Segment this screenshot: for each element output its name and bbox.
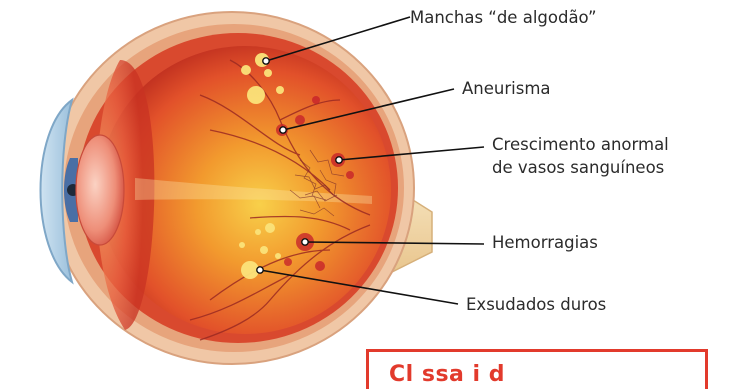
label-hard-exudates-text: Exsudados duros: [466, 293, 606, 316]
label-hemorrhages-text: Hemorragias: [492, 231, 598, 254]
label-cotton-wool-text: Manchas “de algodão”: [410, 6, 597, 29]
label-cotton-wool-spots: Manchas “de algodão”: [410, 6, 597, 29]
eye-diagram: [0, 0, 736, 369]
label-aneurysm: Aneurisma: [462, 77, 551, 100]
cropped-notice-box: Cl ssa i d: [366, 349, 708, 389]
lens: [76, 135, 124, 245]
label-hard-exudates: Exsudados duros: [466, 293, 606, 316]
label-abnormal-vessels-line2: de vasos sanguíneos: [492, 156, 669, 179]
cropped-notice-text: Cl ssa i d: [389, 362, 505, 387]
eye-cross-section-illustration: [0, 0, 736, 369]
label-hemorrhages: Hemorragias: [492, 231, 598, 254]
label-abnormal-vessels-line1: Crescimento anormal: [492, 133, 669, 156]
label-abnormal-vessels: Crescimento anormal de vasos sanguíneos: [492, 133, 669, 179]
label-aneurysm-text: Aneurisma: [462, 77, 551, 100]
